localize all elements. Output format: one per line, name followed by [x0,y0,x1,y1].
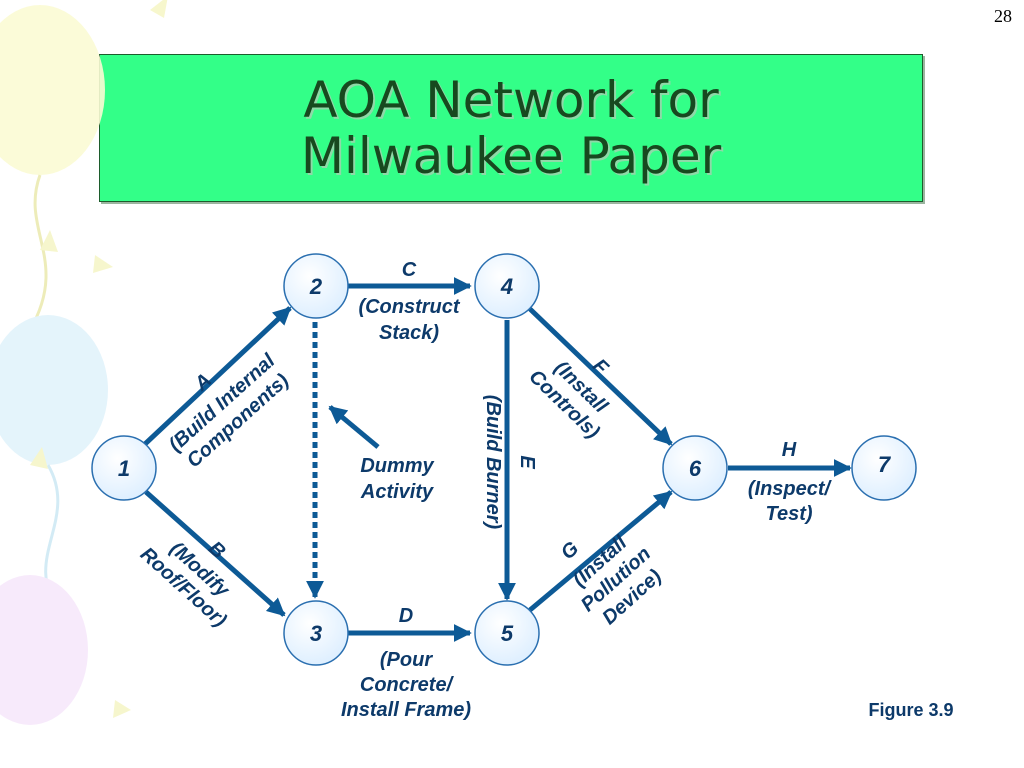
label-e-letter: E [516,455,538,469]
dummy-line1: Dummy [360,455,434,477]
label-h: H (Inspect/ Test) [748,439,833,525]
arrow-a [143,306,292,446]
label-c-line1: (Construct [358,296,460,318]
label-a: A (Build Internal Components) [165,350,294,473]
node-4: 4 [474,253,540,319]
dummy-label: Dummy Activity [360,455,435,503]
dummy-line2: Activity [360,481,434,503]
node-4-label: 4 [500,274,513,299]
slide-number: 28 [994,6,1012,26]
node-3: 3 [283,600,349,666]
label-a-letter: A [190,369,216,396]
label-d-line3: Install Frame) [341,699,471,721]
node-1: 1 [91,435,157,501]
label-d-line2: Concrete/ [360,674,455,696]
title-line-1: AOA Network for [303,71,719,129]
node-7-label: 7 [878,452,892,477]
node-2-label: 2 [309,274,323,299]
node-6-label: 6 [689,456,702,481]
figure-caption: Figure 3.9 [868,700,953,720]
node-2: 2 [283,253,349,319]
label-h-line1: (Inspect/ [748,478,833,500]
nodes: 1 2 3 4 5 6 7 [91,253,917,666]
label-d-line1: (Pour [380,649,433,671]
arrow-f [528,307,673,446]
label-b-letter: B [204,537,229,563]
label-d-letter: D [399,605,413,627]
node-5: 5 [474,600,540,666]
label-e-line1: (Build Burner) [482,395,504,530]
decorative-balloons [0,0,168,725]
title-box: AOA Network for Milwaukee Paper [99,54,923,202]
title-line-2: Milwaukee Paper [300,127,722,185]
node-7: 7 [851,435,917,501]
label-f: F (Install Controls) [524,355,612,444]
label-b: B (Modify Roof/Floor) [136,537,234,632]
label-c-line2: Stack) [379,322,439,344]
dummy-pointer-arrow [328,405,380,449]
label-h-line2: Test) [765,503,812,525]
label-h-letter: H [782,439,797,461]
label-d: D (Pour Concrete/ Install Frame) [341,605,471,721]
arrow-g [528,490,673,612]
label-g: G (Install Pollution Device) [557,532,666,630]
node-5-label: 5 [501,621,514,646]
label-e: E (Build Burner) [482,395,538,530]
node-3-label: 3 [310,621,322,646]
arrow-b [144,490,286,617]
activity-arrows [143,277,852,642]
label-g-letter: G [557,537,583,564]
node-1-label: 1 [118,456,130,481]
label-c: C (Construct Stack) [358,259,460,344]
node-6: 6 [662,435,728,501]
label-c-letter: C [402,259,417,281]
